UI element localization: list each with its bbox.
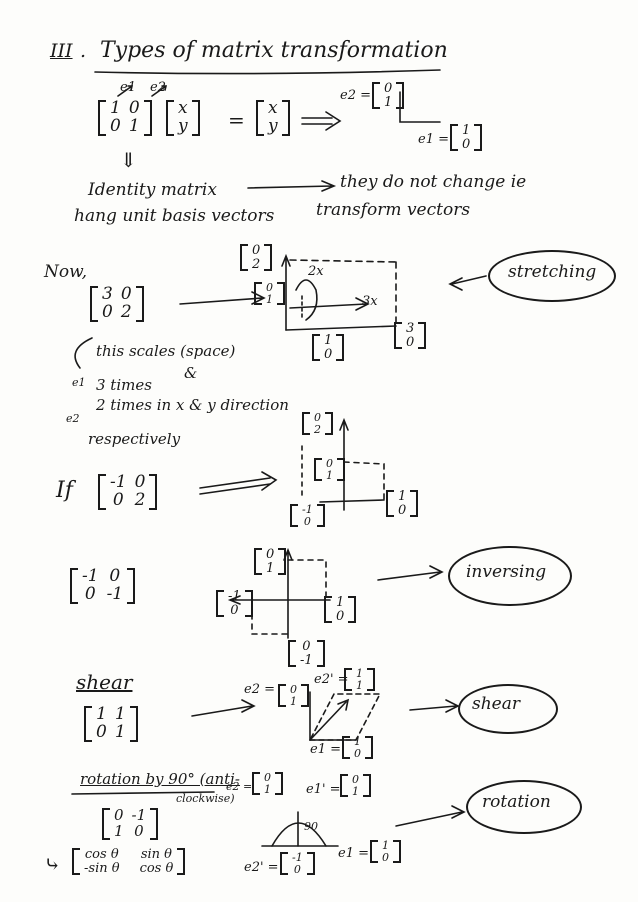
rotation-e2-label: e2 =: [226, 780, 253, 793]
stretch-note-e1: e1: [72, 376, 86, 389]
inversion-dash-2: [251, 603, 289, 635]
identity-result-1: they do not change ie: [340, 172, 527, 192]
stretch-note-4: respectively: [88, 430, 181, 448]
e1-label: e1 =: [418, 132, 449, 147]
rotation-tag: rotation: [482, 792, 551, 812]
implies-arrow: [301, 111, 342, 131]
inversing-tag-oval: [448, 546, 572, 606]
stretching-tag-oval: [488, 250, 616, 302]
shear-tag-arrow: [409, 699, 460, 713]
identity-arrow: [247, 180, 337, 192]
stretch-axis-x: [285, 325, 397, 331]
inversion-dash: [287, 559, 327, 599]
shear-parallelogram: [308, 693, 382, 741]
identity-note-1: Identity matrix: [88, 180, 217, 200]
down-arrow-icon: ⇓: [120, 148, 137, 172]
shear-title: shear: [76, 670, 133, 694]
rotation-angle-label: 90: [304, 820, 318, 833]
shear-e1-label: e1 =: [310, 742, 341, 757]
stretching-tag: stretching: [508, 262, 597, 282]
stretch-arrow: [179, 291, 266, 305]
identity-result-2: transform vectors: [316, 200, 471, 220]
implies-icon: ⤷: [44, 852, 61, 876]
stretch-note-3: 2 times in x & y direction: [96, 396, 289, 414]
reflect-axis-x: [319, 499, 385, 503]
shear-e2-prime-label: e2' =: [314, 672, 349, 687]
rotation-tag-arrow: [395, 805, 466, 827]
rotation-title: rotation by 90° (anti-: [80, 770, 241, 788]
label-2x: 2x: [308, 264, 324, 279]
basis-label-e2: e2: [150, 80, 166, 95]
if-label: If: [56, 478, 73, 503]
stretch-note-e2: e2: [66, 412, 80, 425]
stretch-curl: [295, 279, 318, 321]
heading-dot: .: [80, 40, 87, 62]
title-underline: [94, 69, 441, 75]
intro-axis-y: [399, 91, 441, 123]
inversion-tag-arrow: [377, 565, 444, 581]
shear-e2-label: e2 =: [244, 682, 275, 697]
inversion-bottom-vector: 0-1: [288, 640, 325, 668]
basis-label-e1: e1: [120, 80, 136, 95]
stretch-dash-top: [289, 259, 397, 263]
rotation-e2-prime-label: e2' =: [244, 860, 279, 875]
identity-note-2: hang unit basis vectors: [74, 206, 275, 226]
stretch-note-2: 3 times: [96, 376, 152, 394]
equals-sign: =: [228, 108, 245, 132]
note-pointer: [74, 337, 93, 369]
stretch-unit-x: [289, 297, 370, 311]
rotation-e1-prime-label: e1' =: [306, 782, 341, 797]
label-3x: 3x: [362, 294, 378, 309]
section-numeral: III: [50, 40, 73, 62]
rotation-tag-oval: [466, 780, 582, 834]
shear-arrow: [191, 699, 256, 717]
rotation-e1-label: e1 =: [338, 846, 369, 861]
shear-diagonal: [309, 698, 350, 741]
reflect-dash-top: [343, 461, 385, 501]
stretch-tag-arrow: [448, 275, 487, 291]
now-label: Now,: [44, 262, 88, 282]
stretch-note-amp: &: [184, 364, 198, 382]
page-title: Types of matrix transformation: [100, 38, 448, 63]
stretch-note-1: this scales (space): [96, 342, 236, 360]
rotation-title-2: clockwise): [176, 792, 235, 805]
e2-label: e2 =: [340, 88, 371, 103]
reflect-arrow: [199, 471, 278, 495]
inversing-tag: inversing: [466, 562, 547, 582]
shear-tag: shear: [472, 694, 520, 714]
